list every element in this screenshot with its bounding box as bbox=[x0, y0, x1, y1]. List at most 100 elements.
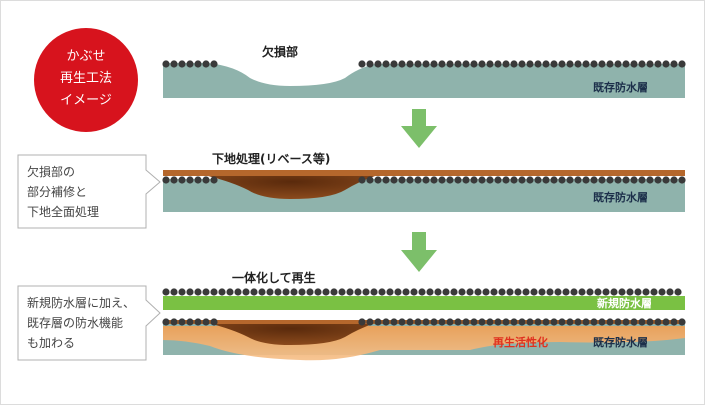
aggregate-dot bbox=[518, 318, 526, 326]
aggregate-dot bbox=[482, 288, 490, 296]
aggregate-dot bbox=[438, 176, 446, 184]
aggregate-dot bbox=[266, 288, 274, 296]
aggregate-dot bbox=[406, 176, 414, 184]
aggregate-dot bbox=[162, 60, 170, 68]
aggregate-dot bbox=[406, 60, 414, 68]
aggregate-dot bbox=[474, 288, 482, 296]
aggregate-dot bbox=[538, 288, 546, 296]
aggregate-dot bbox=[358, 60, 366, 68]
aggregate-dot bbox=[622, 60, 630, 68]
aggregate-dot bbox=[446, 60, 454, 68]
aggregate-dot bbox=[398, 60, 406, 68]
aggregate-dot bbox=[534, 318, 542, 326]
aggregate-dot bbox=[406, 318, 414, 326]
aggregate-dot bbox=[366, 176, 374, 184]
aggregate-dot bbox=[526, 176, 534, 184]
aggregate-dot bbox=[550, 176, 558, 184]
aggregate-dot bbox=[554, 288, 562, 296]
aggregate-dot bbox=[646, 318, 654, 326]
aggregate-dot bbox=[178, 318, 186, 326]
aggregate-dot bbox=[314, 288, 322, 296]
aggregate-dot bbox=[382, 60, 390, 68]
aggregate-dot bbox=[654, 176, 662, 184]
aggregate-dot bbox=[670, 60, 678, 68]
aggregate-dot bbox=[234, 288, 242, 296]
down-arrow-2 bbox=[401, 232, 437, 272]
rebase-patch-2 bbox=[208, 176, 375, 199]
aggregate-dot bbox=[510, 318, 518, 326]
aggregate-dot bbox=[462, 318, 470, 326]
aggregate-dot bbox=[486, 176, 494, 184]
aggregate-dot bbox=[194, 60, 202, 68]
aggregate-dot bbox=[414, 318, 422, 326]
aggregate-dot bbox=[478, 60, 486, 68]
stage-2-rebase: 下地処理(リベース等) 既存防水層 bbox=[162, 151, 686, 212]
aggregate-dot bbox=[298, 288, 306, 296]
aggregate-dot bbox=[666, 288, 674, 296]
aggregate-dot bbox=[178, 176, 186, 184]
method-badge: かぶせ 再生工法 イメージ bbox=[34, 28, 138, 132]
aggregate-dot bbox=[398, 318, 406, 326]
callout-2-line-2: 部分補修と bbox=[27, 184, 87, 199]
callout-3: 新規防水層に加え、 既存層の防水機能 も加わる bbox=[17, 285, 161, 361]
new-waterproof-layer bbox=[163, 296, 685, 310]
mid-dots-3 bbox=[162, 318, 686, 326]
aggregate-dot bbox=[470, 60, 478, 68]
aggregate-dot bbox=[566, 60, 574, 68]
aggregate-dot bbox=[438, 318, 446, 326]
callout-2-line-3: 下地全面処理 bbox=[27, 204, 99, 219]
aggregate-dot bbox=[330, 288, 338, 296]
aggregate-dot bbox=[290, 288, 298, 296]
aggregate-dot bbox=[678, 318, 686, 326]
aggregate-dot bbox=[322, 288, 330, 296]
aggregate-dot bbox=[470, 318, 478, 326]
aggregate-dot bbox=[566, 176, 574, 184]
aggregate-dot bbox=[354, 288, 362, 296]
callout-3-line-2: 既存層の防水機能 bbox=[27, 315, 123, 330]
aggregate-dot bbox=[430, 318, 438, 326]
aggregate-dot bbox=[590, 318, 598, 326]
aggregate-dot bbox=[478, 318, 486, 326]
aggregate-dot bbox=[526, 60, 534, 68]
aggregate-dot bbox=[202, 318, 210, 326]
aggregate-dot bbox=[390, 318, 398, 326]
aggregate-dot bbox=[654, 60, 662, 68]
aggregate-dot bbox=[374, 176, 382, 184]
aggregate-dot bbox=[434, 288, 442, 296]
aggregate-dot bbox=[366, 60, 374, 68]
rebase-label: 下地処理(リベース等) bbox=[212, 151, 330, 166]
aggregate-dot bbox=[458, 288, 466, 296]
aggregate-dot bbox=[610, 288, 618, 296]
aggregate-dot bbox=[446, 318, 454, 326]
badge-line-3: イメージ bbox=[60, 93, 112, 108]
aggregate-dot bbox=[674, 288, 682, 296]
aggregate-dot bbox=[534, 176, 542, 184]
callout-2: 欠損部の 部分補修と 下地全面処理 bbox=[17, 154, 161, 229]
aggregate-dot bbox=[534, 60, 542, 68]
aggregate-dot bbox=[606, 318, 614, 326]
aggregate-dot bbox=[518, 176, 526, 184]
aggregate-dot bbox=[514, 288, 522, 296]
aggregate-dot bbox=[486, 60, 494, 68]
aggregate-dot bbox=[558, 318, 566, 326]
aggregate-dot bbox=[602, 288, 610, 296]
aggregate-dot bbox=[574, 176, 582, 184]
aggregate-dot bbox=[526, 318, 534, 326]
aggregate-dot bbox=[558, 60, 566, 68]
aggregate-dot bbox=[522, 288, 530, 296]
aggregate-dot bbox=[178, 60, 186, 68]
aggregate-dot bbox=[542, 318, 550, 326]
existing-layer-label-3: 既存防水層 bbox=[593, 335, 648, 349]
aggregate-dot bbox=[494, 318, 502, 326]
aggregate-dot bbox=[614, 60, 622, 68]
aggregate-dot bbox=[462, 60, 470, 68]
aggregate-dot bbox=[410, 288, 418, 296]
aggregate-dot bbox=[450, 288, 458, 296]
rebase-top-layer bbox=[163, 170, 685, 176]
aggregate-dot bbox=[358, 176, 366, 184]
aggregate-dot bbox=[542, 176, 550, 184]
aggregate-dot bbox=[626, 288, 634, 296]
aggregate-dot bbox=[422, 318, 430, 326]
aggregate-dot bbox=[598, 318, 606, 326]
